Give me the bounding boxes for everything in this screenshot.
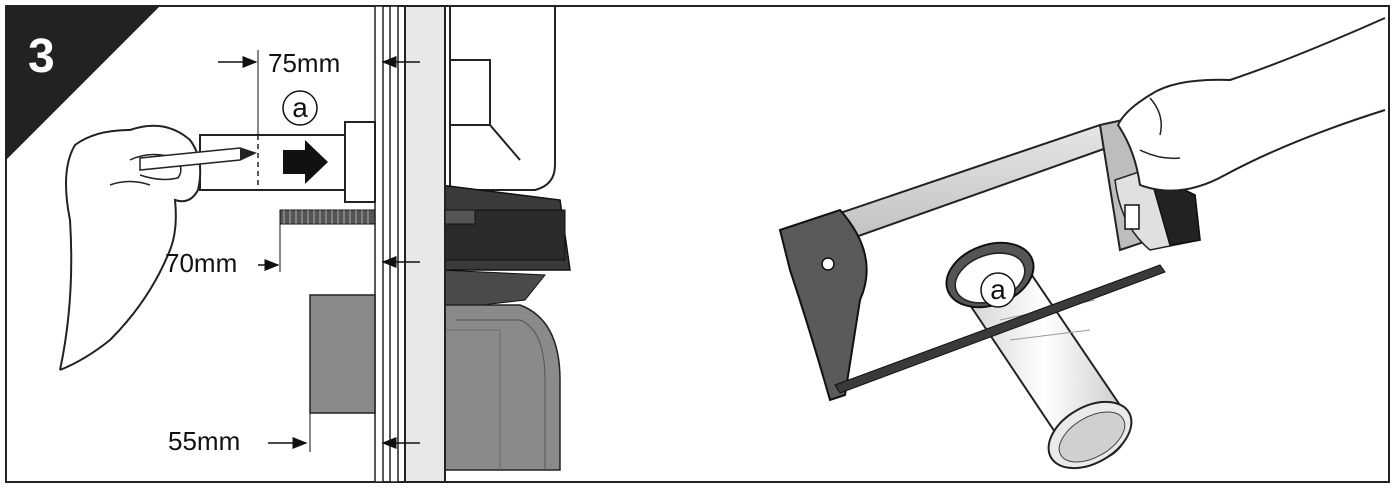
spacer-block — [309, 294, 376, 414]
callout-a-left: a — [282, 90, 318, 126]
hand-on-saw — [1116, 17, 1386, 192]
dimension-75mm: 75mm — [218, 48, 420, 135]
step-number: 3 — [28, 30, 55, 83]
dimension-55mm: 55mm — [168, 413, 420, 456]
dimension-70mm-label: 70mm — [165, 248, 237, 278]
hand-with-pencil — [59, 124, 258, 371]
hood-body — [449, 5, 556, 191]
push-arrow — [283, 140, 328, 184]
svg-text:a: a — [990, 274, 1006, 305]
wall-section — [374, 5, 446, 483]
dimension-70mm: 70mm — [165, 224, 420, 278]
saw-blade — [834, 264, 1166, 394]
right-panel-cut: a — [778, 17, 1386, 470]
duct-pipe — [199, 121, 376, 203]
threaded-rod — [279, 209, 476, 225]
hacksaw — [778, 113, 1201, 402]
saw-front-bracket — [778, 208, 868, 402]
svg-text:a: a — [292, 92, 308, 123]
callout-a-right: a — [980, 272, 1016, 308]
step-badge: 3 — [6, 6, 160, 160]
dimension-75mm-label: 75mm — [268, 48, 340, 78]
left-panel-measure: 75mm 70mm 55mm a — [59, 5, 571, 483]
dimension-55mm-label: 55mm — [168, 426, 240, 456]
